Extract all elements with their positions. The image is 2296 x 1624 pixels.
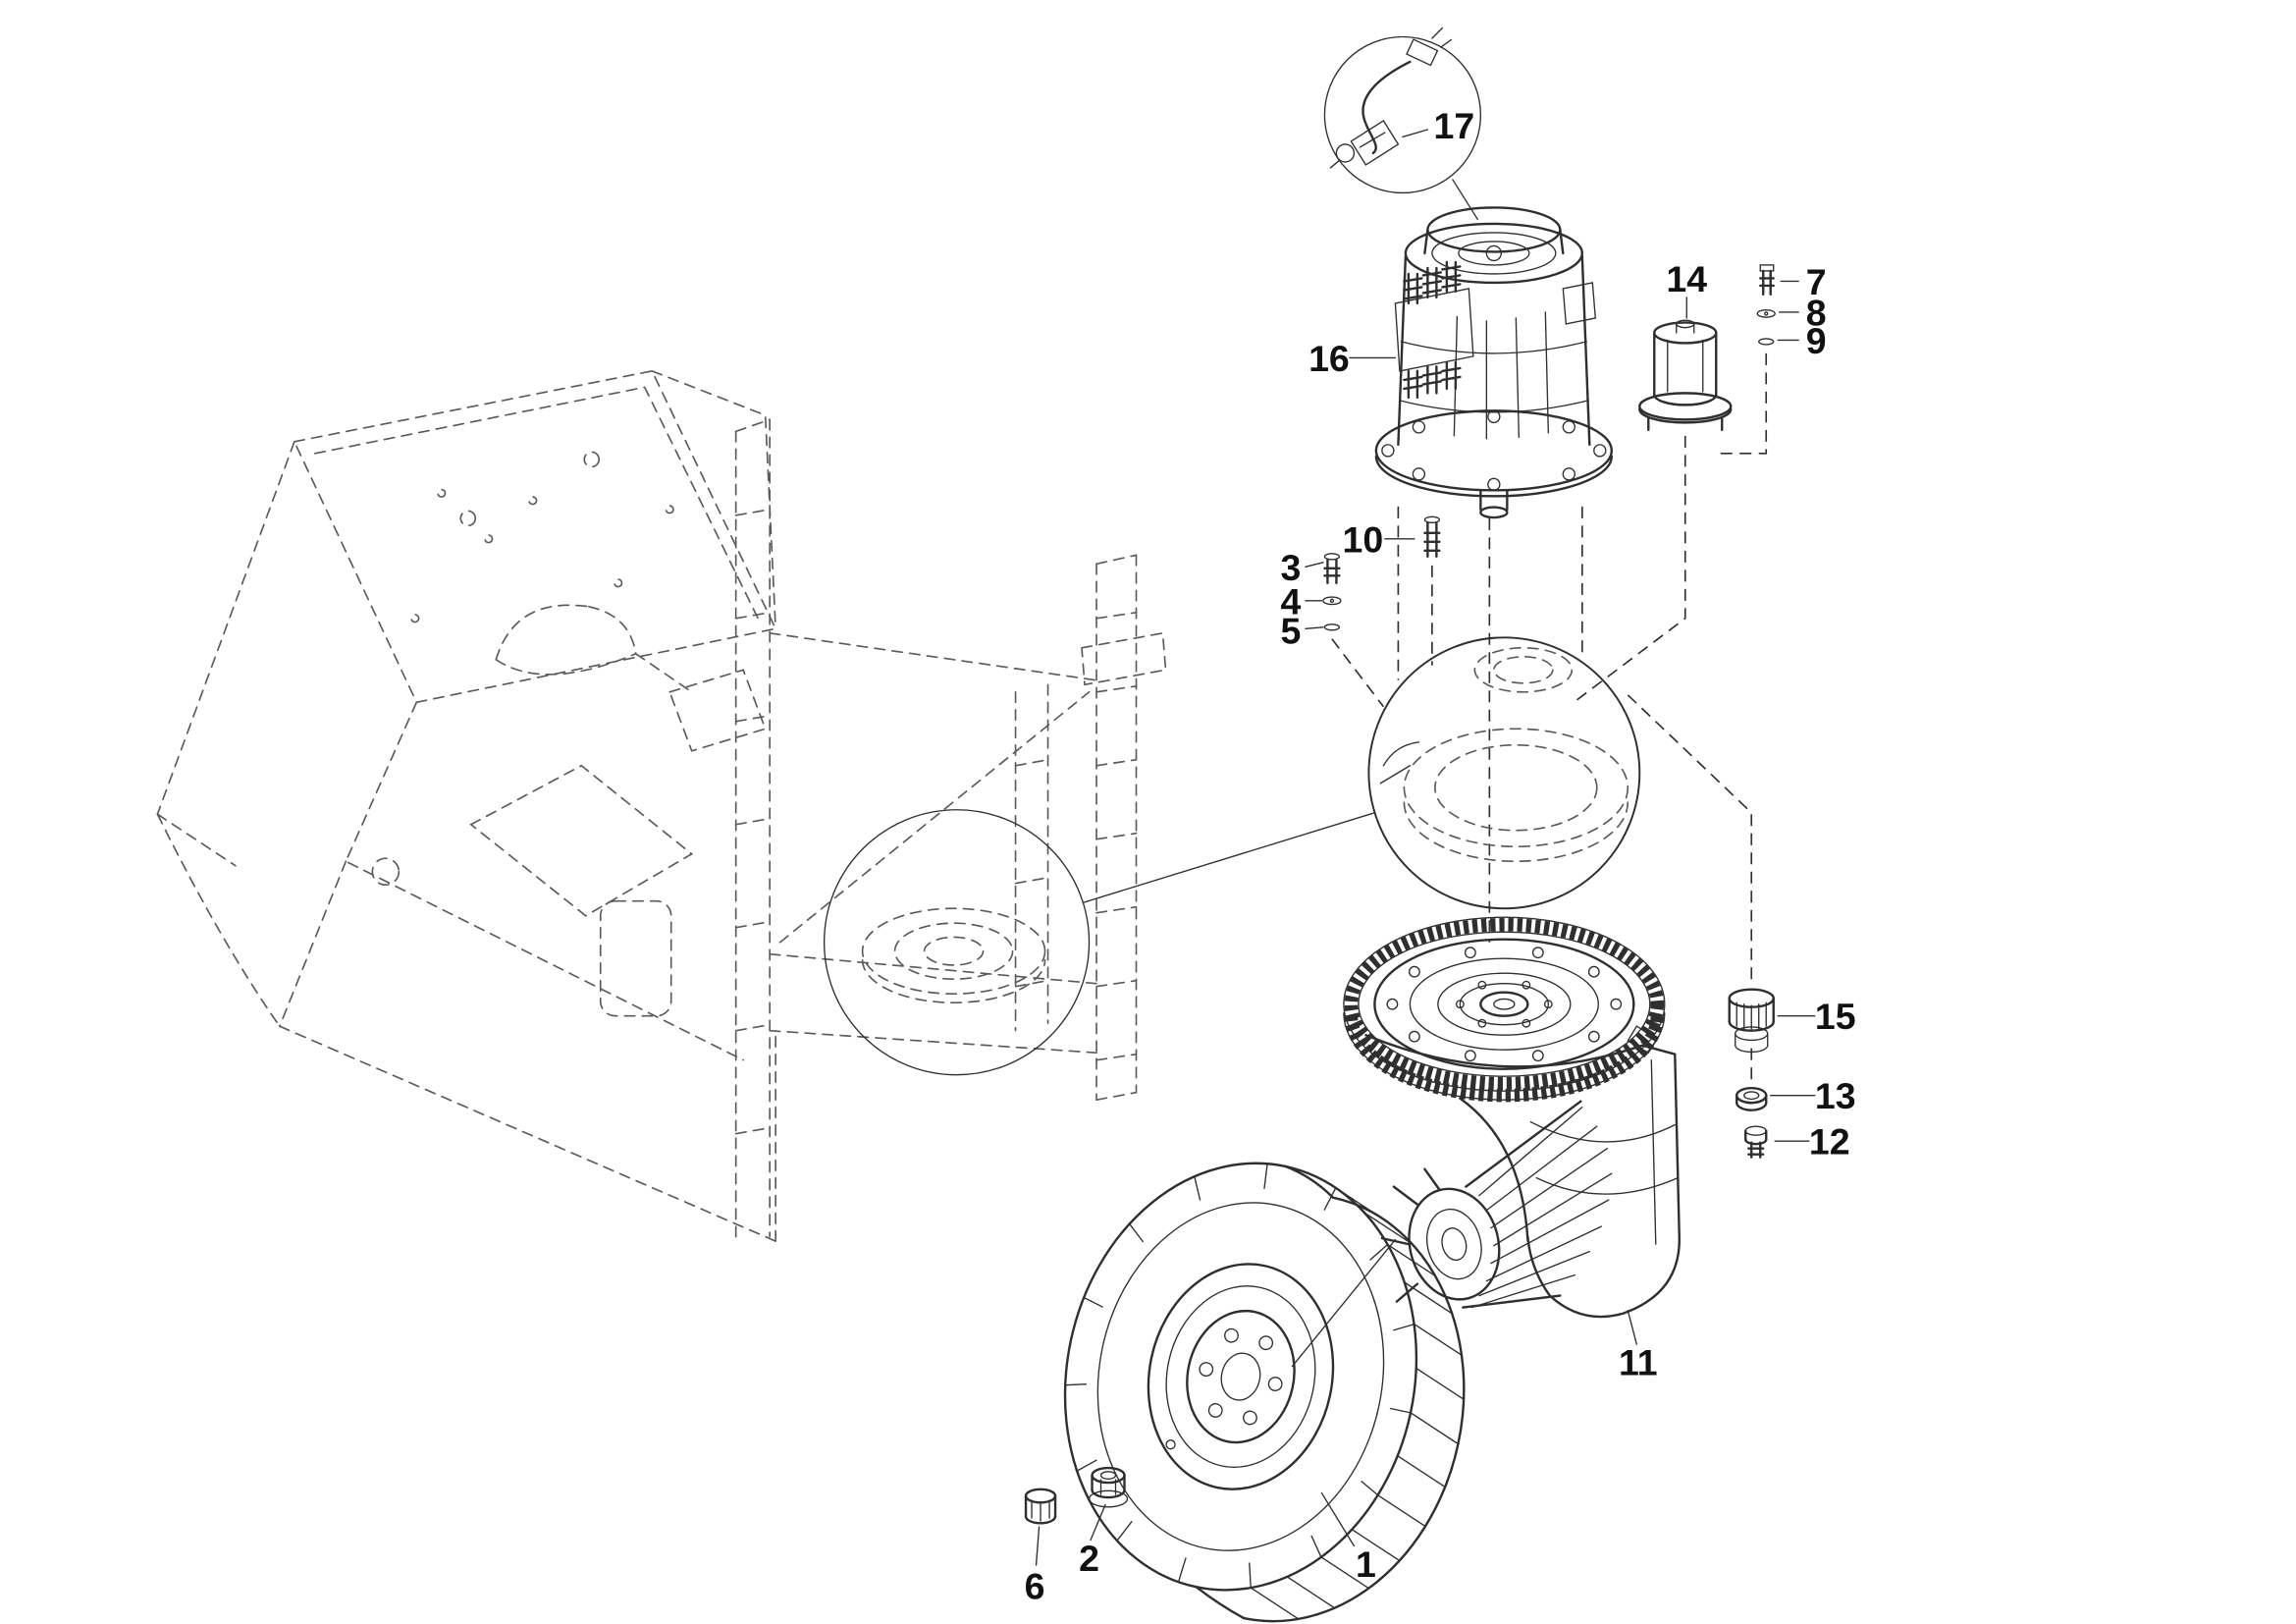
callout-7: 7 <box>1806 261 1827 302</box>
callout-12: 12 <box>1809 1121 1850 1163</box>
callout-17: 17 <box>1434 105 1475 146</box>
gearbox-housing <box>1364 1033 1681 1319</box>
callout-6: 6 <box>1025 1566 1045 1607</box>
callout-labels: 1 2 3 4 5 6 7 8 9 10 11 12 13 14 15 16 1… <box>1025 105 1856 1607</box>
callout-8: 8 <box>1806 292 1827 333</box>
callout-5: 5 <box>1281 610 1302 651</box>
callout-10: 10 <box>1343 518 1384 560</box>
pinion-gear <box>1728 988 1775 1054</box>
hub-plug <box>1024 1488 1057 1525</box>
chassis-mount-detail-circle <box>823 809 1091 1076</box>
valve-stem <box>1165 1439 1176 1450</box>
pinion-nut <box>1735 1086 1768 1111</box>
bolt-3 <box>1323 553 1341 585</box>
drive-wheel <box>1063 1162 1466 1623</box>
callout-11: 11 <box>1619 1342 1658 1383</box>
callout-15: 15 <box>1815 996 1856 1037</box>
bolt-10 <box>1423 515 1441 559</box>
sensor-connector <box>1406 38 1439 67</box>
detail-connector-line <box>1082 812 1376 903</box>
sensor-body <box>1350 120 1400 166</box>
washer-5 <box>1323 623 1341 631</box>
slewing-bearing-detail <box>1367 636 1641 910</box>
callout-14: 14 <box>1666 258 1707 299</box>
callout-13: 13 <box>1815 1075 1856 1116</box>
sensor-tip <box>1335 143 1356 163</box>
drive-motor <box>1374 206 1613 519</box>
callout-1: 1 <box>1356 1543 1376 1585</box>
assembly-axis-lines <box>1331 352 1768 1081</box>
washer-9 <box>1758 338 1775 346</box>
pinion-bolt <box>1744 1125 1768 1159</box>
washer-8 <box>1756 308 1776 318</box>
callout-16: 16 <box>1308 338 1350 379</box>
callout-3: 3 <box>1281 547 1302 588</box>
speed-sensor-detail <box>1323 27 1482 221</box>
wheel-nut <box>1088 1466 1129 1508</box>
chassis-phantom-outline <box>156 369 1167 1245</box>
sensor-cable <box>1362 60 1412 155</box>
callout-9: 9 <box>1806 320 1827 361</box>
ring-gear <box>1343 916 1666 1103</box>
bolt-7 <box>1759 264 1775 297</box>
brake-unit <box>1638 319 1733 432</box>
callout-2: 2 <box>1079 1538 1099 1579</box>
callout-4: 4 <box>1281 580 1302 622</box>
callout-leader-lines <box>1035 129 1816 1566</box>
axle-line <box>1291 1238 1397 1368</box>
motor-terminals <box>1394 260 1474 400</box>
washer-4 <box>1322 596 1342 606</box>
